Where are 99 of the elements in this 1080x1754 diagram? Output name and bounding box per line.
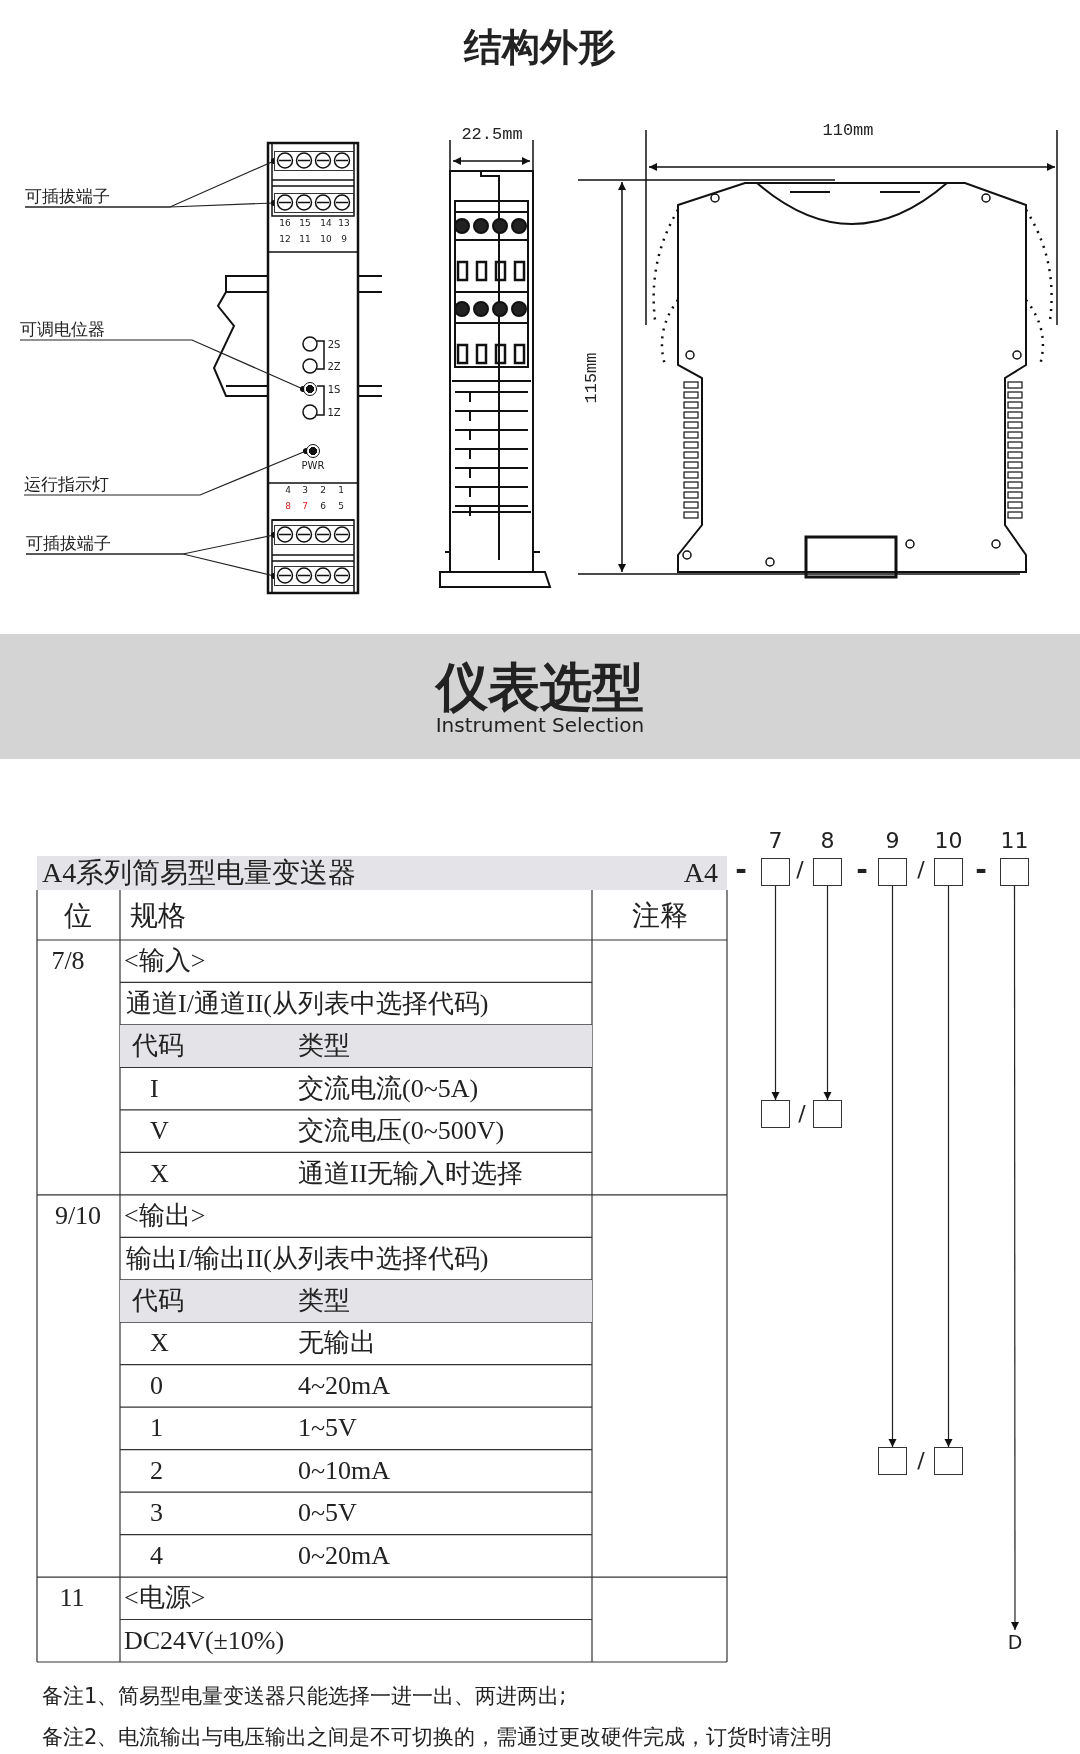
table-cell-text: 4~20mA <box>298 1371 391 1401</box>
position-number: 10 <box>934 829 963 853</box>
callout-label: 可调电位器 <box>20 318 130 340</box>
separator-symbol: / <box>917 857 925 883</box>
position-number: 11 <box>1000 829 1029 853</box>
terminal-number: 2 <box>320 486 326 496</box>
table-cell-text: X <box>150 1159 169 1188</box>
position-number: 7 <box>768 829 783 853</box>
table-cell-text: 0~10mA <box>298 1456 391 1486</box>
terminal-number: 9 <box>341 235 347 245</box>
terminal-number: 10 <box>320 235 332 245</box>
terminal-block <box>274 193 354 213</box>
position-number: 8 <box>820 829 835 853</box>
callout-label: 可插拔端子 <box>26 532 136 554</box>
table-cell-text: 通道II无输入时选择 <box>298 1159 524 1188</box>
terminal-block <box>274 525 354 545</box>
arrow <box>823 885 832 1101</box>
table-cell-text: I <box>150 1074 159 1103</box>
terminal-number: 14 <box>320 219 332 229</box>
code-letter: D <box>1004 1630 1026 1654</box>
separator-symbol: / <box>796 857 804 883</box>
table-cell-text: 通道I/通道II(从列表中选择代码) <box>126 989 489 1018</box>
terminal-number: 5 <box>338 502 344 512</box>
arrow <box>771 885 780 1101</box>
position-code: 11 <box>59 1584 85 1613</box>
terminal-block <box>274 566 354 586</box>
terminal-number: 15 <box>299 219 311 229</box>
terminal-number: 7 <box>302 502 308 512</box>
separator-symbol: - <box>735 854 747 886</box>
table-cell-text: 3 <box>150 1499 163 1528</box>
terminal-number: 4 <box>285 486 291 496</box>
arrow <box>1011 885 1019 1631</box>
potentiometer-label: 1Z <box>327 406 341 418</box>
table-cell-text: 1~5V <box>298 1414 357 1443</box>
dimension-text: 22.5mm <box>461 125 523 145</box>
dimension-text: 115mm <box>582 352 602 404</box>
table-cell-text: <输出> <box>124 1201 206 1231</box>
leader-line <box>24 200 277 208</box>
code-box <box>813 1100 842 1128</box>
column-header: 位 <box>64 900 92 932</box>
table-cell-text: 2 <box>150 1456 163 1486</box>
terminal-number: 8 <box>285 502 291 512</box>
column-header: 代码 <box>132 1031 184 1061</box>
separator-symbol: / <box>798 1101 806 1127</box>
terminal-number: 3 <box>302 486 308 496</box>
model-code: A4 <box>683 857 718 889</box>
code-box <box>934 1447 963 1475</box>
column-header: 类型 <box>298 1031 350 1061</box>
leader-line <box>19 339 306 392</box>
table-cell-text: <电源> <box>124 1584 206 1613</box>
table-cell-text: 输出I/输出II(从列表中选择代码) <box>126 1244 489 1273</box>
table-cell-text: V <box>150 1116 169 1146</box>
terminal-number: 6 <box>320 502 326 512</box>
table-cell-text: 交流电压(0~500V) <box>298 1116 505 1146</box>
table-cell-text: 0~20mA <box>298 1541 391 1571</box>
section-heading: 仪表选型 <box>436 659 644 717</box>
indicator-label: PWR <box>301 459 325 471</box>
section-subheading: Instrument Selection <box>435 714 645 736</box>
column-header: 注释 <box>632 900 688 932</box>
column-header: 代码 <box>132 1286 184 1316</box>
leader-line <box>23 448 309 496</box>
table-cell-text: X <box>150 1329 169 1358</box>
terminal-number: 12 <box>279 235 291 245</box>
position-number: 9 <box>885 829 900 853</box>
table-cell-text: 无输出 <box>298 1329 376 1358</box>
separator-symbol: / <box>917 1448 925 1474</box>
callout-label: 运行指示灯 <box>24 473 134 495</box>
column-header: 类型 <box>298 1286 350 1316</box>
code-box <box>878 1447 907 1475</box>
arrow <box>888 885 897 1448</box>
page-title: 结构外形 <box>464 27 616 69</box>
dimension-text: 110mm <box>822 121 874 141</box>
potentiometer-label: 2Z <box>327 360 341 372</box>
table-cell-text: <输入> <box>124 946 206 976</box>
table-cell-text: 交流电流(0~5A) <box>298 1074 479 1103</box>
column-header: 规格 <box>130 900 186 932</box>
code-box <box>761 1100 790 1128</box>
table-cell-text: 4 <box>150 1541 163 1571</box>
terminal-block <box>274 151 354 171</box>
terminal-number: 11 <box>299 235 311 245</box>
potentiometer-label: 1S <box>327 383 341 395</box>
terminal-number: 16 <box>279 219 291 229</box>
callout-label: 可插拔端子 <box>25 185 135 207</box>
potentiometer-label: 2S <box>327 338 341 350</box>
note-text: 备注1、简易型电量变送器只能选择一进一出、两进两出; <box>42 1685 567 1709</box>
terminal-number: 1 <box>338 486 344 496</box>
terminal-number: 13 <box>338 219 350 229</box>
note-text: 备注2、电流输出与电压输出之间是不可切换的，需通过更改硬件完成，订货时请注明 <box>42 1726 833 1750</box>
table-cell-text: 0~5V <box>298 1499 357 1528</box>
separator-symbol: - <box>975 854 987 886</box>
separator-symbol: - <box>856 854 868 886</box>
position-code: 9/10 <box>54 1201 102 1231</box>
leader-line <box>25 553 277 579</box>
arrow <box>944 885 953 1448</box>
table-cell-text: DC24V(±10%) <box>124 1626 285 1656</box>
table-cell-text: 0 <box>150 1371 163 1401</box>
table-cell-text: 1 <box>150 1414 163 1443</box>
position-code: 7/8 <box>51 946 85 976</box>
table-title: A4系列简易型电量变送器 <box>42 857 357 889</box>
